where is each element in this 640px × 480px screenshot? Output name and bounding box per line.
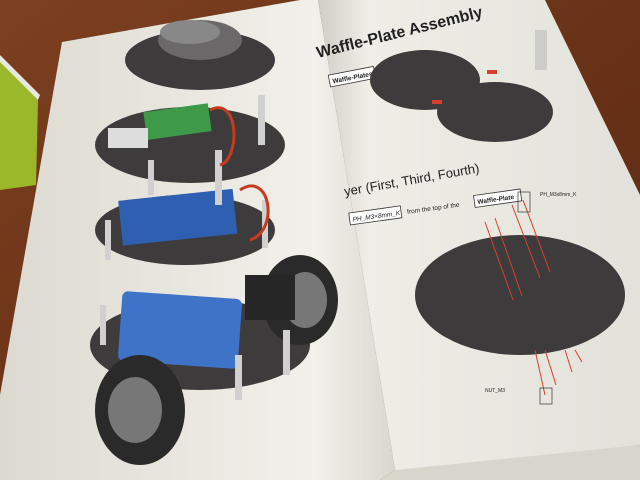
assembly-illustration: PH_M3x8mm_K NUT_M3	[415, 191, 625, 405]
robot-illustration	[90, 20, 338, 465]
second-plate	[95, 107, 285, 183]
right-page	[318, 0, 640, 472]
page-index-tab	[535, 30, 547, 70]
callout-screw: PH_M3x8mm_K	[540, 192, 577, 198]
waffle-plates-illustration	[370, 50, 553, 142]
motor	[245, 275, 295, 320]
box-edge	[0, 55, 40, 100]
battery	[118, 291, 242, 369]
callout-nut: NUT_M3	[485, 388, 505, 394]
page-stack-edge	[380, 445, 640, 480]
opencr-board	[118, 188, 238, 246]
waffle-plate-2	[437, 82, 553, 142]
usb-ports	[108, 128, 148, 148]
waffle-plate-assembled	[415, 235, 625, 355]
green-box	[0, 60, 38, 190]
raspberry-pi-board	[143, 103, 212, 141]
